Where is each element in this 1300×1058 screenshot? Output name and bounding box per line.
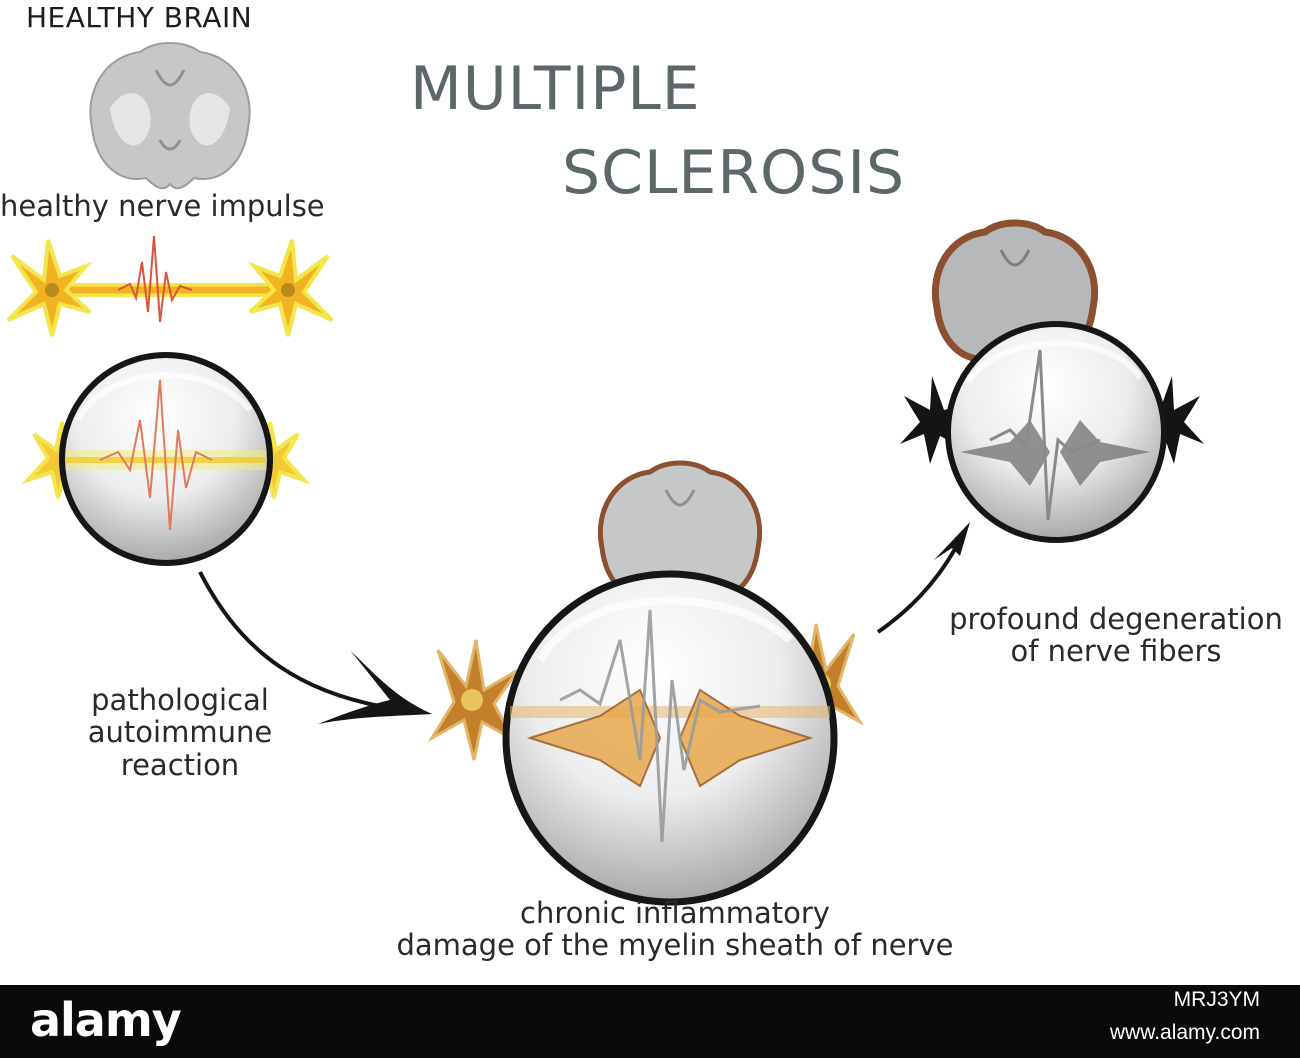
pathological-line-2: autoimmune xyxy=(87,715,273,750)
chronic-line-2: damage of the myelin sheath of nerve xyxy=(396,928,954,963)
site-url-text: www.alamy.com xyxy=(1109,1021,1260,1044)
stock-footer-bar: alamy MRJ3YM www.alamy.com xyxy=(0,985,1300,1058)
profound-line-1: profound degeneration xyxy=(949,602,1283,636)
arrow-icon xyxy=(198,571,432,724)
healthy-brain-heading: HEALTHY BRAIN xyxy=(26,1,253,34)
pathological-reaction-label: pathological autoimmune reaction xyxy=(60,683,300,782)
inflamed-magnifier-lens-icon xyxy=(427,570,865,906)
title-line-1: MULTIPLE xyxy=(410,54,701,124)
chronic-inflammatory-label: chronic inflammatory damage of the myeli… xyxy=(370,897,980,962)
image-id-text: MRJ3YM xyxy=(1173,988,1260,1011)
healthy-impulse-label: healthy nerve impulse xyxy=(0,189,325,223)
healthy-neuron-icon xyxy=(6,235,334,337)
arrow-icon-2 xyxy=(876,522,970,634)
title-line-2: SCLEROSIS xyxy=(562,138,906,208)
profound-degeneration-label: profound degeneration of nerve fibers xyxy=(932,603,1300,668)
alamy-logo: alamy xyxy=(30,993,182,1047)
ms-diagram-artwork xyxy=(6,42,1204,906)
profound-line-2: of nerve fibers xyxy=(1010,634,1222,669)
healthy-magnifier-lens-icon xyxy=(21,352,311,566)
inflamed-brain-icon xyxy=(600,463,759,608)
healthy-brain-icon xyxy=(89,42,251,190)
pathological-line-3: reaction xyxy=(120,747,240,782)
pathological-line-1: pathological xyxy=(91,683,269,717)
degenerated-brain-icon xyxy=(935,223,1094,368)
degenerated-magnifier-lens-icon xyxy=(900,321,1204,543)
chronic-line-1: chronic inflammatory xyxy=(520,896,830,930)
